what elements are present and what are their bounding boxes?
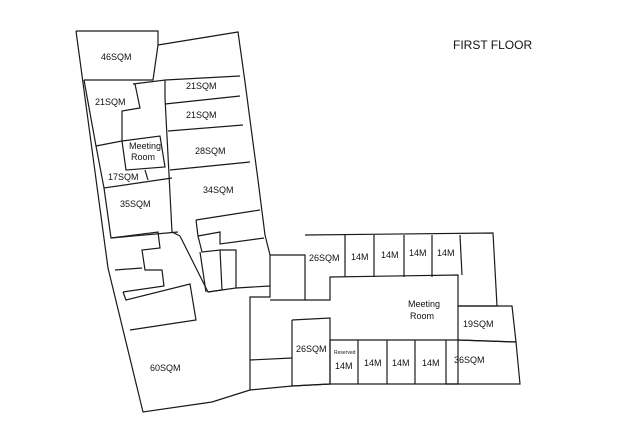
- room-17-inner: [144, 169, 149, 181]
- meeting-room-1-label-line1: Meeting: [129, 141, 161, 151]
- room-label-14-e: 14M: [335, 361, 353, 371]
- room-label-17: 17SQM: [108, 172, 139, 182]
- room-21-c-walls: [167, 124, 244, 132]
- lift-walls: [235, 285, 271, 289]
- room-label-35: 35SQM: [120, 199, 151, 209]
- corridor-right-lower: [179, 235, 237, 293]
- corridor-walls: [132, 79, 181, 237]
- room-label-14-c: 14M: [409, 248, 427, 258]
- right-wing-top: [304, 232, 498, 307]
- room-60-top: [122, 283, 197, 331]
- room-label-14-a: 14M: [351, 252, 369, 262]
- room-label-60: 60SQM: [150, 363, 181, 373]
- room-label-21-b: 21SQM: [186, 81, 217, 91]
- room-46-walls: [84, 44, 159, 81]
- room-label-34: 34SQM: [203, 185, 234, 195]
- room-35-walls: [103, 187, 179, 239]
- lift-bottom: [249, 357, 293, 361]
- room-label-14-h: 14M: [422, 358, 440, 368]
- room-28-walls: [169, 161, 251, 171]
- room-label-36: 36SQM: [454, 355, 485, 365]
- connector-walls: [270, 254, 306, 301]
- room-label-21-c: 21SQM: [186, 110, 217, 120]
- room-36-walls: [446, 339, 521, 385]
- room-34-lower: [195, 219, 265, 245]
- meeting-room-2-label-line2: Room: [410, 311, 434, 321]
- meeting-room-1-label-line2: Room: [131, 152, 155, 162]
- room-21-top-walls: [164, 75, 241, 81]
- reserved-label: Reserved: [334, 350, 356, 356]
- meeting-room-1-walls: [121, 135, 166, 171]
- corridor-left-wall: [83, 79, 97, 147]
- room-label-46: 46SQM: [101, 52, 132, 62]
- room-14d-wall: [459, 234, 463, 276]
- room-label-26-b: 26SQM: [296, 344, 327, 354]
- room-34-walls: [195, 209, 261, 221]
- bottom-wall: [249, 383, 331, 391]
- room-label-14-g: 14M: [392, 358, 410, 368]
- room-label-19: 19SQM: [463, 319, 494, 329]
- room-21-b-walls: [164, 95, 241, 105]
- room-label-21-a: 21SQM: [95, 97, 126, 107]
- floor-title: FIRST FLOOR: [453, 38, 532, 52]
- stair-left-walls: [110, 231, 165, 293]
- room-label-14-b: 14M: [381, 250, 399, 260]
- stair-left-inner: [114, 267, 143, 271]
- room-label-28: 28SQM: [195, 146, 226, 156]
- meeting-room-2-label-line1: Meeting: [408, 299, 440, 309]
- left-wing-outline: [75, 30, 271, 413]
- room-label-14-d: 14M: [437, 248, 455, 258]
- room-21-a-walls: [95, 83, 141, 147]
- room-label-26-a: 26SQM: [309, 253, 340, 263]
- room-label-14-f: 14M: [364, 358, 382, 368]
